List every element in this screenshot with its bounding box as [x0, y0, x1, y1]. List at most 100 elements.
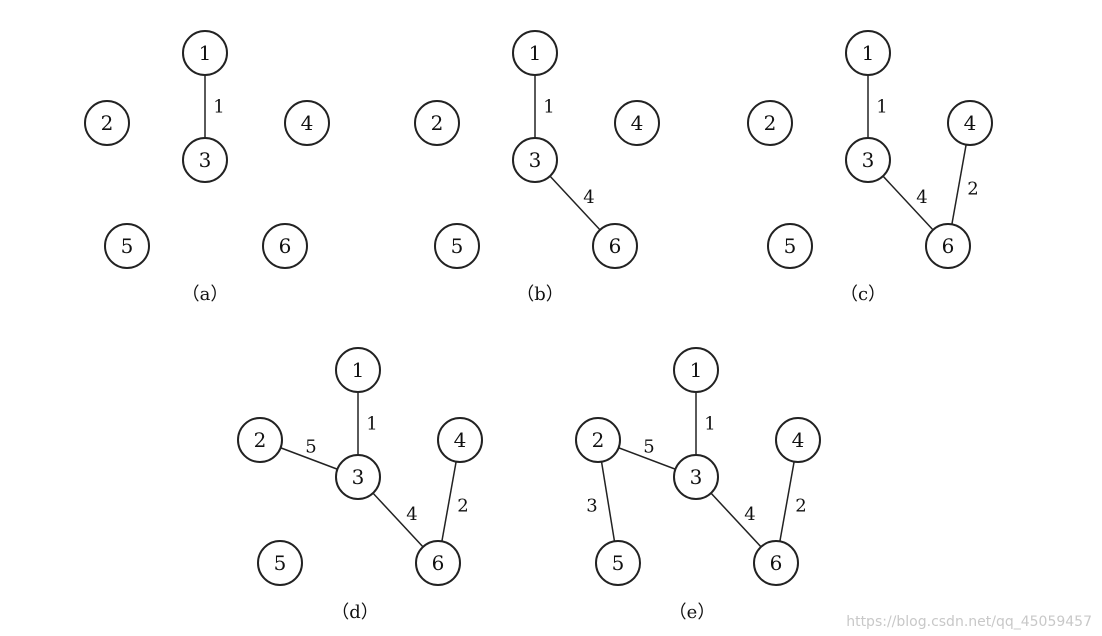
node-1: 1	[335, 347, 381, 393]
node-label: 1	[529, 41, 542, 65]
node-3: 3	[335, 454, 381, 500]
node-label: 3	[199, 148, 212, 172]
panel-label: （a）	[182, 284, 229, 305]
node-5: 5	[434, 223, 480, 269]
node-6: 6	[592, 223, 638, 269]
edge-weight: 5	[643, 437, 654, 458]
node-label: 5	[274, 551, 287, 575]
edge-weight: 3	[586, 496, 597, 517]
node-label: 6	[770, 551, 783, 575]
node-label: 4	[454, 428, 467, 452]
node-3: 3	[845, 137, 891, 183]
node-label: 3	[529, 148, 542, 172]
node-4: 4	[775, 417, 821, 463]
node-circle	[845, 30, 891, 76]
node-circle	[415, 540, 461, 586]
edge-weight: 2	[967, 179, 978, 200]
node-label: 6	[279, 234, 292, 258]
node-3: 3	[673, 454, 719, 500]
node-4: 4	[947, 100, 993, 146]
node-label: 5	[784, 234, 797, 258]
node-1: 1	[673, 347, 719, 393]
node-3: 3	[182, 137, 228, 183]
node-4: 4	[284, 100, 330, 146]
node-circle	[335, 454, 381, 500]
edge-weight: 5	[305, 437, 316, 458]
node-label: 6	[942, 234, 955, 258]
node-circle	[182, 137, 228, 183]
node-2: 2	[414, 100, 460, 146]
graph-panel-3: 1 4 2 1 2 3 4 5 6 （c）	[747, 30, 993, 305]
node-2: 2	[575, 417, 621, 463]
node-3: 3	[512, 137, 558, 183]
node-label: 6	[432, 551, 445, 575]
node-circle	[614, 100, 660, 146]
node-circle	[104, 223, 150, 269]
node-label: 6	[609, 234, 622, 258]
node-label: 1	[862, 41, 875, 65]
node-circle	[257, 540, 303, 586]
node-1: 1	[845, 30, 891, 76]
node-circle	[182, 30, 228, 76]
panel-label: （c）	[840, 284, 886, 305]
node-5: 5	[595, 540, 641, 586]
panel-label: （d）	[331, 602, 379, 623]
node-circle	[237, 417, 283, 463]
node-circle	[845, 137, 891, 183]
node-label: 2	[431, 111, 444, 135]
node-4: 4	[437, 417, 483, 463]
node-label: 4	[792, 428, 805, 452]
watermark: https://blog.csdn.net/qq_45059457	[846, 614, 1092, 630]
node-label: 1	[690, 358, 703, 382]
node-label: 4	[631, 111, 644, 135]
node-6: 6	[262, 223, 308, 269]
node-circle	[262, 223, 308, 269]
edge-weight: 4	[406, 504, 417, 525]
node-circle	[947, 100, 993, 146]
node-5: 5	[257, 540, 303, 586]
node-label: 5	[121, 234, 134, 258]
node-label: 1	[352, 358, 365, 382]
node-label: 5	[612, 551, 625, 575]
node-5: 5	[767, 223, 813, 269]
node-circle	[512, 137, 558, 183]
node-label: 4	[964, 111, 977, 135]
node-circle	[753, 540, 799, 586]
edge-weight: 1	[876, 97, 887, 118]
node-1: 1	[182, 30, 228, 76]
node-circle	[673, 347, 719, 393]
edge-weight: 4	[916, 187, 927, 208]
panel-label: （e）	[669, 602, 716, 623]
node-circle	[767, 223, 813, 269]
node-circle	[512, 30, 558, 76]
edge-weight: 1	[366, 414, 377, 435]
edge-weight: 4	[583, 187, 594, 208]
node-label: 2	[764, 111, 777, 135]
node-circle	[437, 417, 483, 463]
node-2: 2	[84, 100, 130, 146]
node-2: 2	[237, 417, 283, 463]
node-circle	[925, 223, 971, 269]
node-circle	[414, 100, 460, 146]
node-5: 5	[104, 223, 150, 269]
node-circle	[775, 417, 821, 463]
edge-weight: 4	[744, 504, 755, 525]
node-label: 3	[690, 465, 703, 489]
node-label: 2	[254, 428, 267, 452]
node-label: 3	[352, 465, 365, 489]
node-circle	[434, 223, 480, 269]
node-1: 1	[512, 30, 558, 76]
node-circle	[575, 417, 621, 463]
node-circle	[747, 100, 793, 146]
edge-weight: 1	[704, 414, 715, 435]
panel-label: （b）	[516, 284, 564, 305]
node-circle	[84, 100, 130, 146]
node-label: 1	[199, 41, 212, 65]
node-label: 5	[451, 234, 464, 258]
node-label: 2	[101, 111, 114, 135]
node-circle	[284, 100, 330, 146]
